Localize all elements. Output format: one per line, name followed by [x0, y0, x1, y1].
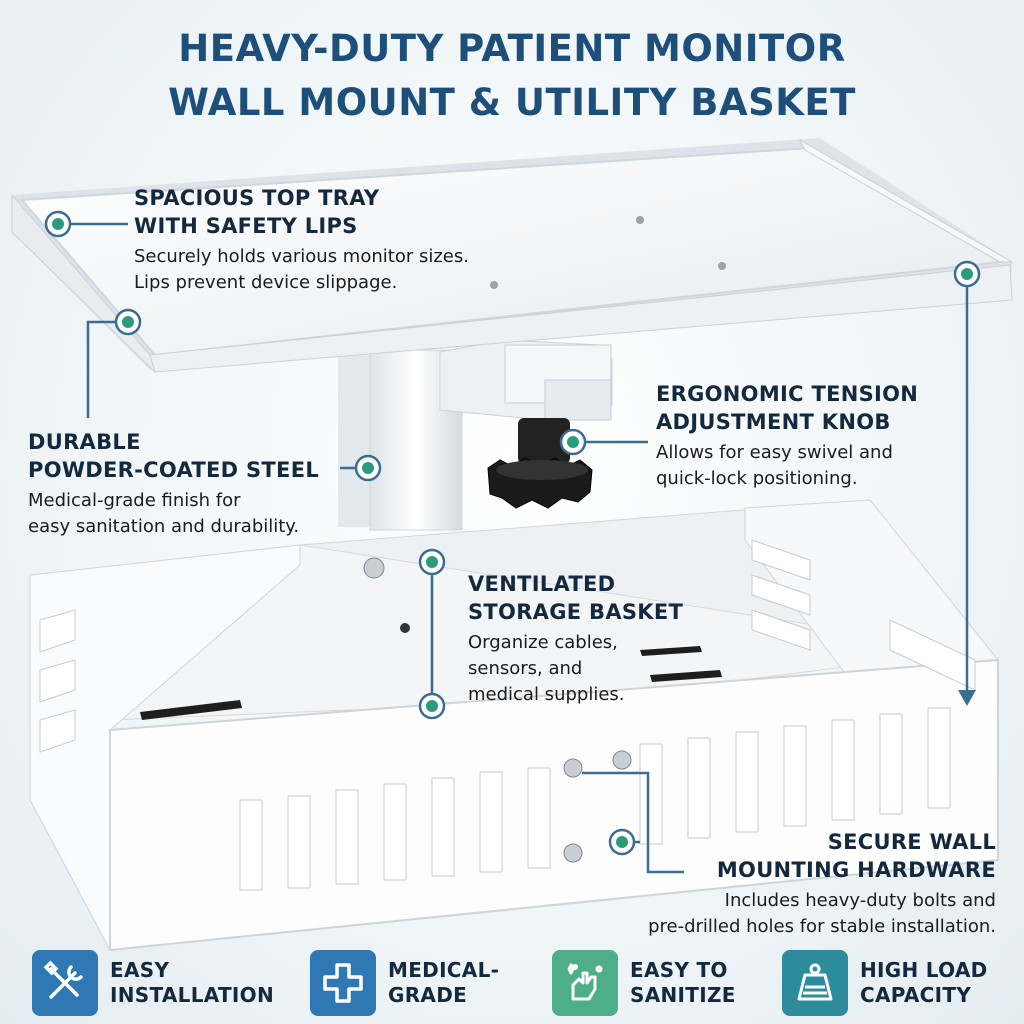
callout-hardware-desc-2: pre-drilled holes for stable installatio… [648, 916, 996, 937]
callout-hardware-title-2: MOUNTING HARDWARE [716, 858, 996, 882]
callout-top-tray-desc-2: Lips prevent device slippage. [134, 272, 398, 293]
feature-high-load-capacity: HIGH LOAD CAPACITY [782, 948, 988, 1018]
callout-basket-desc-1: Organize cables, [468, 632, 618, 653]
callout-steel-title-1: DURABLE [28, 430, 141, 454]
callout-top-tray-title-1: SPACIOUS TOP TRAY [134, 186, 380, 210]
storage-basket [29, 499, 999, 952]
feature-easy-to-sanitize-line-1: EASY TO [630, 958, 728, 982]
callout-hardware: SECURE WALL MOUNTING HARDWARE Includes h… [648, 828, 996, 940]
feature-medical-grade-line-1: MEDICAL- [388, 958, 500, 982]
callout-basket-title-1: VENTILATED [468, 572, 616, 596]
callout-steel-title-2: POWDER-COATED STEEL [28, 458, 320, 482]
feature-easy-to-sanitize: EASY TO SANITIZE [552, 948, 736, 1018]
feature-medical-grade: MEDICAL- GRADE [310, 948, 499, 1018]
callout-basket-title-2: STORAGE BASKET [468, 600, 684, 624]
feature-high-load-capacity-line-2: CAPACITY [860, 983, 972, 1007]
callout-steel: DURABLE POWDER-COATED STEEL Medical-grad… [28, 428, 319, 540]
callout-knob-title-2: ADJUSTMENT KNOB [656, 410, 891, 434]
callout-steel-desc-1: Medical-grade finish for [28, 490, 241, 511]
callout-knob: ERGONOMIC TENSION ADJUSTMENT KNOB Allows… [656, 380, 918, 492]
callout-hardware-title-1: SECURE WALL [827, 830, 996, 854]
arrow-head [958, 690, 976, 706]
feature-high-load-capacity-line-1: HIGH LOAD [860, 958, 988, 982]
callout-basket: VENTILATED STORAGE BASKET Organize cable… [468, 570, 683, 708]
title-line-1: HEAVY-DUTY PATIENT MONITOR [178, 27, 846, 70]
title-line-2: WALL MOUNT & UTILITY BASKET [168, 81, 856, 124]
feature-easy-to-sanitize-line-2: SANITIZE [630, 983, 736, 1007]
feature-easy-installation: EASY INSTALLATION [32, 948, 274, 1018]
callout-steel-desc-2: easy sanitation and durability. [28, 516, 300, 537]
feature-medical-grade-line-2: GRADE [388, 983, 468, 1007]
feature-easy-installation-line-1: EASY [110, 958, 170, 982]
weight-icon [782, 950, 848, 1016]
callout-top-tray-title-2: WITH SAFETY LIPS [134, 214, 358, 238]
top-tray [11, 138, 1014, 374]
page-title: HEAVY-DUTY PATIENT MONITOR WALL MOUNT & … [0, 22, 1024, 130]
callout-basket-desc-3: medical supplies. [468, 684, 625, 705]
sanitize-icon [552, 950, 618, 1016]
callout-knob-desc-2: quick-lock positioning. [656, 468, 858, 489]
callout-markers [44, 210, 981, 856]
callout-basket-desc-2: sensors, and [468, 658, 583, 679]
feature-easy-installation-line-2: INSTALLATION [110, 983, 274, 1007]
swivel-arm [439, 339, 613, 421]
callout-knob-desc-1: Allows for easy swivel and [656, 442, 893, 463]
tools-icon [32, 950, 98, 1016]
tension-knob [487, 418, 593, 509]
medical-cross-icon [310, 950, 376, 1016]
callout-top-tray-desc-1: Securely holds various monitor sizes. [134, 246, 469, 267]
callout-top-tray: SPACIOUS TOP TRAY WITH SAFETY LIPS Secur… [134, 184, 469, 296]
callout-hardware-desc-1: Includes heavy-duty bolts and [724, 890, 996, 911]
callout-knob-title-1: ERGONOMIC TENSION [656, 382, 919, 406]
